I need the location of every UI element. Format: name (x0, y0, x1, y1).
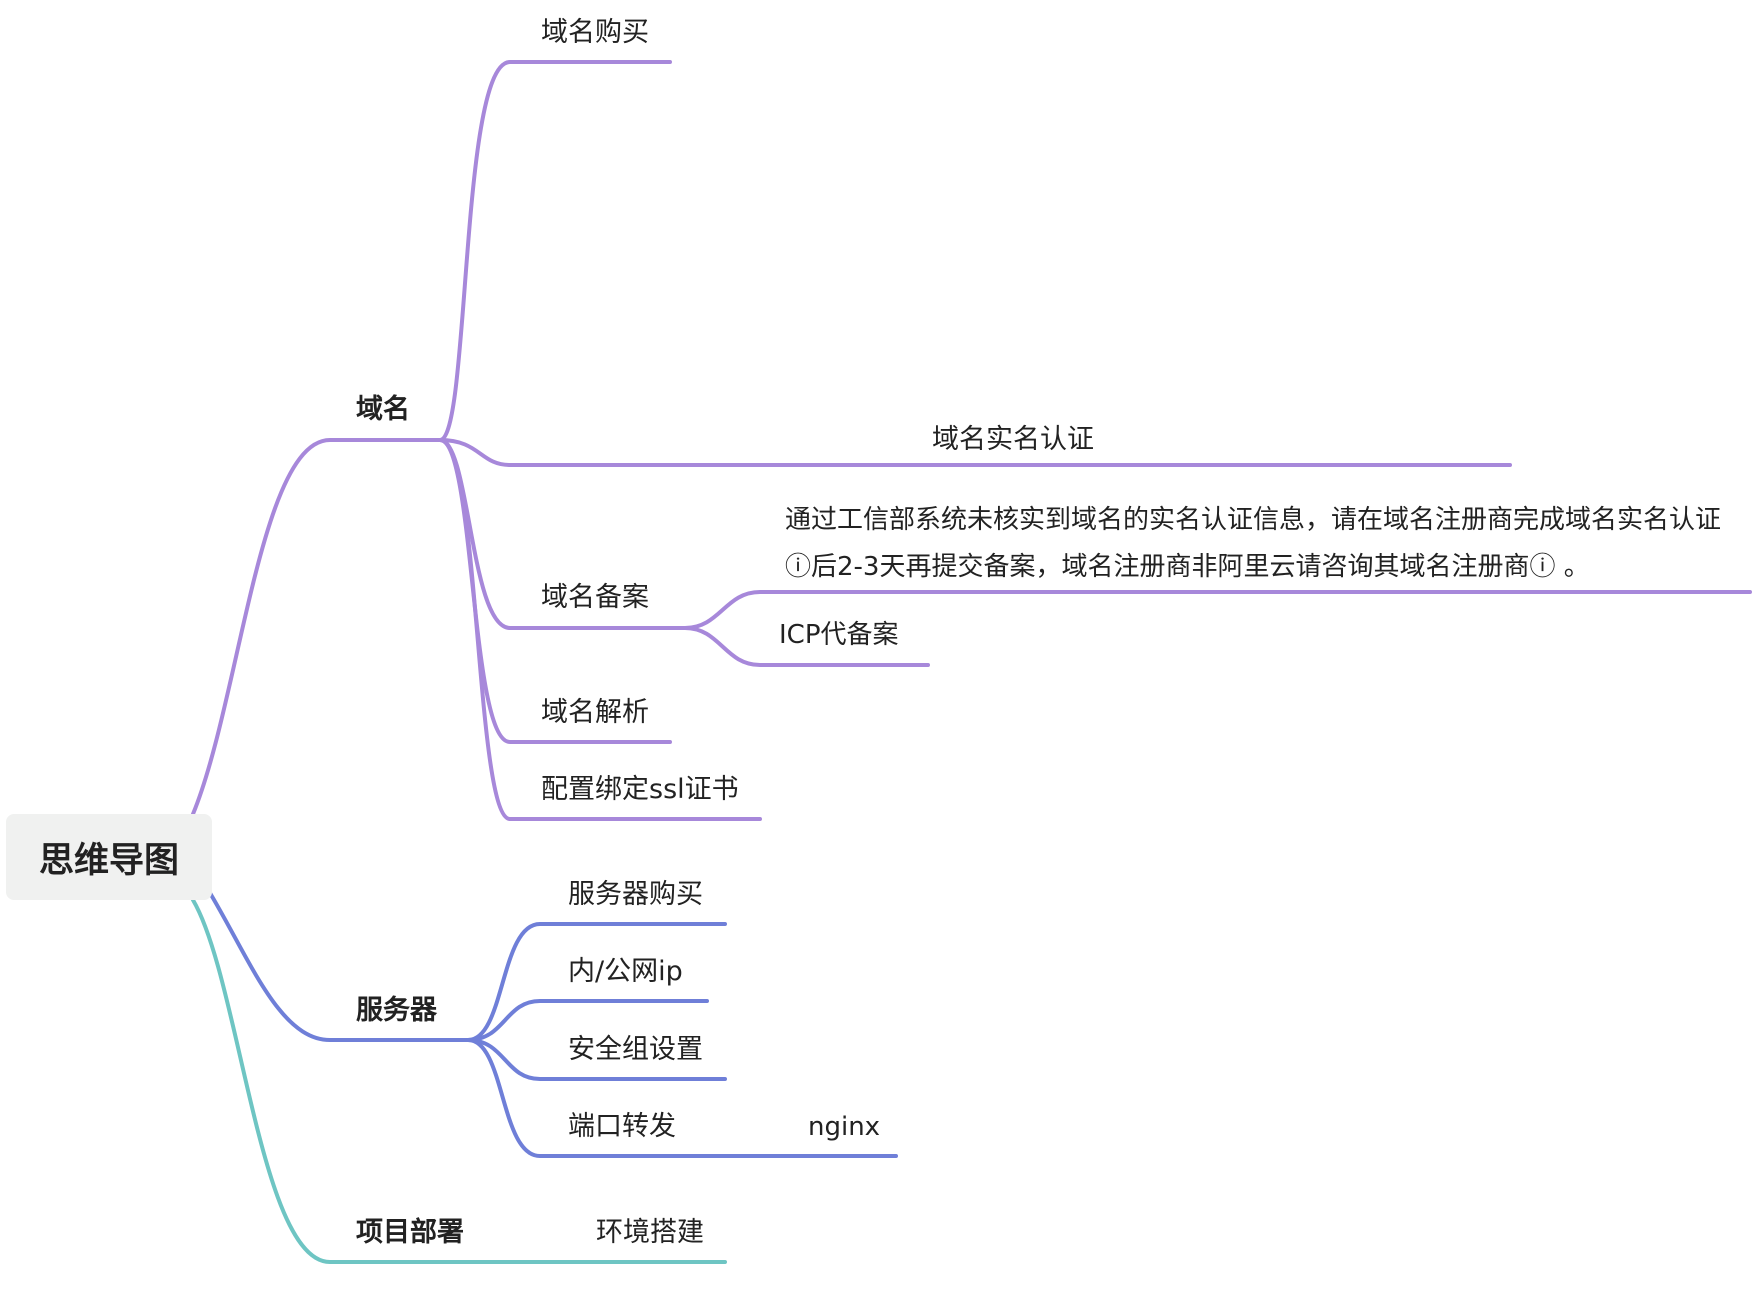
connector-root-domain (191, 438, 442, 816)
node-beian-icp[interactable]: ICP代备案 (779, 620, 899, 650)
connector-root-server (208, 891, 470, 1042)
node-beian-notice[interactable]: 通过工信部系统未核实到域名的实名认证信息，请在域名注册商完成域名实名认证ⓘ后2-… (785, 505, 1722, 582)
connector-domain-realname (438, 438, 1512, 467)
branch-server[interactable]: 服务器 (356, 995, 437, 1026)
connector-root-deploy (191, 898, 727, 1264)
connector-server-port (466, 1038, 898, 1158)
branch-domain[interactable]: 域名 (356, 394, 410, 425)
node-domain-resolve[interactable]: 域名解析 (541, 697, 649, 728)
node-server-security[interactable]: 安全组设置 (568, 1034, 703, 1065)
root-node[interactable]: 思维导图 (6, 814, 212, 900)
connector-server-buy (466, 922, 727, 1042)
node-deploy-env[interactable]: 环境搭建 (596, 1217, 704, 1248)
connector-beian-icp (683, 626, 930, 667)
connector-beian-notice (683, 590, 1752, 630)
node-server-port[interactable]: 端口转发 (568, 1111, 676, 1142)
branch-deploy[interactable]: 项目部署 (356, 1217, 464, 1248)
connector-domain-ssl (438, 438, 762, 821)
connector-domain-buy (438, 60, 672, 442)
root-node-label: 思维导图 (38, 840, 179, 881)
node-domain-beian[interactable]: 域名备案 (541, 582, 649, 613)
node-server-buy[interactable]: 服务器购买 (568, 879, 703, 910)
node-domain-buy[interactable]: 域名购买 (541, 17, 649, 48)
node-domain-realname[interactable]: 域名实名认证 (932, 424, 1094, 455)
connector-server-ip (466, 999, 709, 1042)
node-server-ip[interactable]: 内/公网ip (568, 956, 683, 987)
node-port-nginx[interactable]: nginx (808, 1112, 881, 1142)
connector-server-security (466, 1038, 727, 1081)
node-domain-ssl[interactable]: 配置绑定ssl证书 (541, 774, 739, 805)
